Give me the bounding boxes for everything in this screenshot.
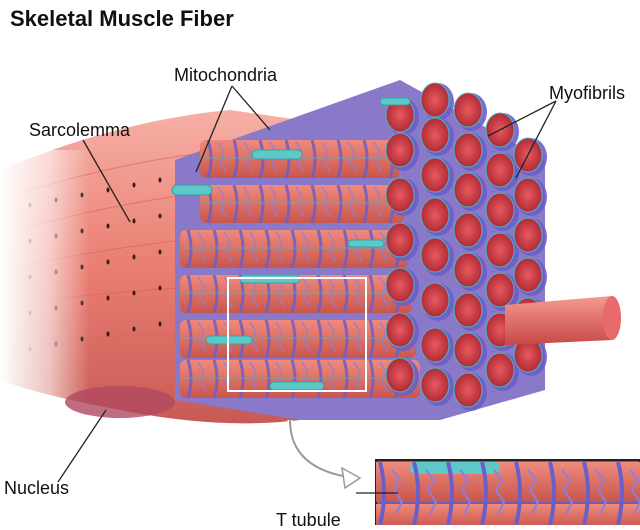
myofibril-rod bbox=[200, 139, 409, 179]
inset-reticulum bbox=[595, 469, 608, 515]
mitochondrion bbox=[269, 381, 325, 391]
myofibril-end bbox=[385, 177, 419, 216]
myofibril-end bbox=[420, 282, 454, 321]
myofibril-end bbox=[385, 267, 419, 306]
myofibril-end bbox=[420, 117, 454, 156]
myofibril-rod bbox=[180, 274, 415, 314]
myofibril-bundle bbox=[171, 80, 547, 420]
inset-reticulum bbox=[629, 469, 640, 515]
myofibril-end bbox=[385, 357, 419, 396]
label-myofibrils: Myofibrils bbox=[549, 83, 626, 103]
magnify-arrowhead bbox=[341, 466, 362, 490]
myofibril-end bbox=[453, 332, 487, 371]
myofibril-end bbox=[453, 212, 487, 251]
mitochondrion bbox=[251, 149, 303, 160]
myofibril-rod bbox=[180, 229, 415, 269]
magnification-box bbox=[227, 277, 367, 392]
myofibril-end bbox=[385, 222, 419, 261]
myofibril-end bbox=[485, 152, 519, 191]
inset-reticulum bbox=[459, 469, 472, 515]
myofibril-end bbox=[485, 232, 519, 271]
mitochondrion bbox=[347, 239, 385, 248]
mitochondrion bbox=[171, 184, 213, 196]
inset-myofibril bbox=[376, 504, 640, 525]
myofibril-end bbox=[485, 272, 519, 311]
myofibril-end bbox=[513, 257, 547, 296]
inset-reticulum bbox=[561, 469, 574, 515]
inset-mitochondrion bbox=[410, 462, 500, 474]
inset-reticulum bbox=[391, 469, 404, 515]
myofibril-end bbox=[453, 252, 487, 291]
myofibril-end bbox=[513, 217, 547, 256]
myofibril-end bbox=[385, 132, 419, 171]
inset-reticulum bbox=[527, 469, 540, 515]
myofibril-end bbox=[420, 327, 454, 366]
inset-t-tubule bbox=[514, 461, 522, 525]
myofibril-end bbox=[420, 157, 454, 196]
myofibril-end bbox=[453, 92, 487, 131]
myofibril-end bbox=[485, 352, 519, 391]
myofibril-end bbox=[420, 367, 454, 406]
inset-t-tubule bbox=[616, 461, 624, 525]
label-mitochondria: Mitochondria bbox=[174, 65, 278, 85]
nucleus-shape bbox=[65, 386, 175, 418]
inset-reticulum bbox=[493, 469, 506, 515]
myofibril-end bbox=[420, 237, 454, 276]
myofibril-end bbox=[485, 192, 519, 231]
leader-lines bbox=[57, 85, 557, 494]
mitochondrion bbox=[379, 97, 411, 106]
inset-t-tubule bbox=[582, 461, 590, 525]
myofibril-end bbox=[453, 292, 487, 331]
myofibril-rod bbox=[180, 359, 420, 399]
myofibril-end bbox=[420, 197, 454, 236]
myofibril-end bbox=[453, 172, 487, 211]
label-t-tubule: T tubule bbox=[276, 510, 341, 530]
myofibril-end bbox=[453, 372, 487, 411]
myofibril-end bbox=[453, 132, 487, 171]
myofibril-end bbox=[385, 312, 419, 351]
myofibril-end bbox=[513, 177, 547, 216]
inset-t-tubule bbox=[480, 461, 488, 525]
inset-detail bbox=[375, 459, 640, 525]
diagram-title: Skeletal Muscle Fiber bbox=[10, 6, 234, 31]
myofibril-rod bbox=[200, 184, 409, 224]
label-sarcolemma: Sarcolemma bbox=[29, 120, 131, 140]
myofibril-end bbox=[513, 337, 547, 376]
inset-t-tubule bbox=[548, 461, 556, 525]
myofibril-end bbox=[420, 82, 454, 121]
myofibril-end bbox=[385, 97, 419, 136]
tendon-end bbox=[603, 296, 621, 340]
magnify-arrow bbox=[289, 419, 356, 479]
label-nucleus: Nucleus bbox=[4, 478, 70, 498]
tendon-shape bbox=[505, 296, 617, 345]
inset-reticulum bbox=[425, 469, 438, 515]
inset-t-tubule bbox=[412, 461, 420, 525]
inset-t-tubule bbox=[446, 461, 454, 525]
